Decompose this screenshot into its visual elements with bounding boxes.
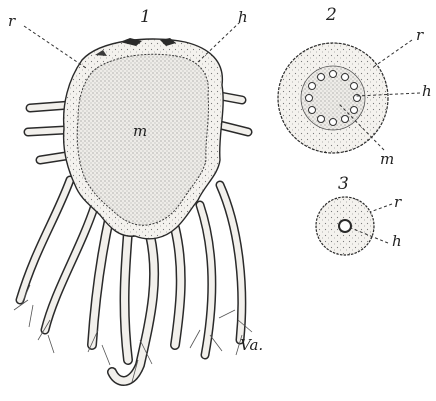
panel-1: 1 r h m Va. (8, 7, 263, 382)
label-va: Va. (240, 336, 263, 354)
label-h: h (238, 8, 248, 26)
panel-3: 3 r h (316, 174, 402, 255)
panel-2: 2 r h m (278, 5, 432, 168)
panel-3-number: 3 (338, 174, 349, 194)
panel-3-label-h: h (392, 232, 402, 250)
label-m: m (133, 122, 147, 140)
panel-1-number: 1 (140, 7, 151, 27)
panel-2-label-m: m (380, 150, 394, 168)
panel-2-label-r: r (416, 26, 424, 44)
panel-3-label-r: r (394, 193, 402, 211)
label-r: r (8, 12, 16, 30)
panel-2-number: 2 (325, 5, 337, 25)
panel-2-label-h: h (422, 82, 432, 100)
